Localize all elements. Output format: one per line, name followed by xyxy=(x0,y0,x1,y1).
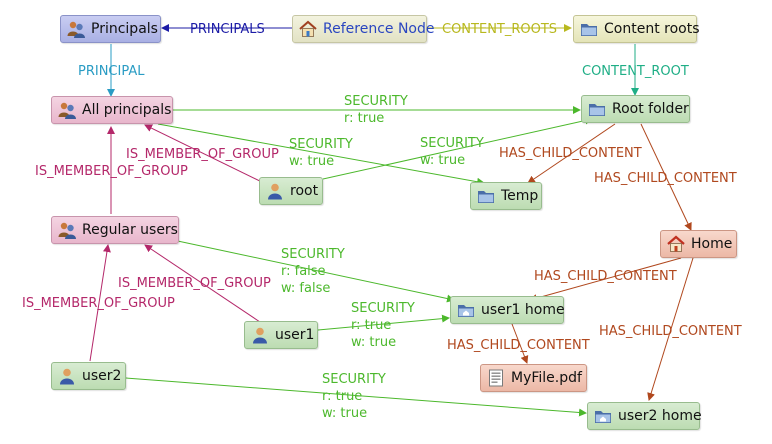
edge-sec-root-folder xyxy=(322,116,593,180)
label-sec-user2-user2home: SECURITY r: true w: true xyxy=(322,372,390,421)
user-icon xyxy=(57,366,77,386)
edge-sec-regular-user1home xyxy=(172,239,455,303)
node-reference-node[interactable]: Reference Node xyxy=(292,15,435,43)
node-label: Reference Node xyxy=(323,21,435,37)
house-icon xyxy=(666,234,686,254)
node-myfile[interactable]: MyFile.pdf xyxy=(480,364,587,392)
node-label: Content roots xyxy=(604,21,700,37)
label-child-home-user1home: HAS_CHILD_CONTENT xyxy=(534,269,677,284)
label-member-user1-regular: IS_MEMBER_OF_GROUP xyxy=(118,276,271,291)
label-child-user1home-myfile: HAS_CHILD_CONTENT xyxy=(447,338,590,353)
node-label: user2 xyxy=(82,368,122,384)
label-content-roots: CONTENT_ROOTS xyxy=(442,22,557,37)
label-sec-all-temp: SECURITY w: true xyxy=(289,137,357,169)
edge-child-root-temp xyxy=(527,123,616,184)
edge-member-user1-regular xyxy=(144,244,261,323)
edge-sec-user2-user2home xyxy=(125,377,587,417)
edge-child-home-user1home xyxy=(529,257,682,302)
label-child-root-temp: HAS_CHILD_CONTENT xyxy=(499,146,642,161)
edge-child-user1home-myfile xyxy=(511,323,529,364)
node-content-roots[interactable]: Content roots xyxy=(573,15,700,43)
home-folder-icon xyxy=(456,300,476,320)
label-member-regular-all: IS_MEMBER_OF_GROUP xyxy=(35,164,188,179)
edge-child-root-home xyxy=(640,123,692,231)
node-label: All principals xyxy=(82,102,172,118)
label-member-user2-regular: IS_MEMBER_OF_GROUP xyxy=(22,296,175,311)
edge-member-root-all xyxy=(144,124,267,185)
label-sec-user1-user1home: SECURITY r: true w: true xyxy=(351,301,419,350)
node-regular-users[interactable]: Regular users xyxy=(51,216,179,244)
node-user1-home[interactable]: user1 home xyxy=(450,296,565,324)
user-icon xyxy=(265,181,285,201)
edge-member-user2-regular xyxy=(89,244,111,362)
node-user2[interactable]: user2 xyxy=(51,362,126,390)
label-sec-root-folder: SECURITY w: true xyxy=(420,136,488,168)
node-label: Regular users xyxy=(82,222,178,238)
node-label: user2 home xyxy=(618,408,702,424)
group-icon xyxy=(66,19,86,39)
node-label: user1 xyxy=(275,327,315,343)
home-folder-icon xyxy=(593,406,613,426)
edge-child-home-user2home xyxy=(647,257,694,401)
node-label: Temp xyxy=(501,188,539,204)
label-principals: PRINCIPALS xyxy=(190,22,265,37)
group-icon xyxy=(57,220,77,240)
node-root[interactable]: root xyxy=(259,177,323,205)
label-child-root-home: HAS_CHILD_CONTENT xyxy=(594,171,737,186)
label-principal: PRINCIPAL xyxy=(78,64,145,79)
node-all-principals[interactable]: All principals xyxy=(51,96,173,124)
node-label: user1 home xyxy=(481,302,565,318)
folder-icon xyxy=(587,99,607,119)
label-child-home-user2home: HAS_CHILD_CONTENT xyxy=(599,324,742,339)
label-sec-regular-user1home: SECURITY r: false w: false xyxy=(281,247,349,296)
document-icon xyxy=(486,368,506,388)
group-icon xyxy=(57,100,77,120)
node-label: Home xyxy=(691,236,733,252)
node-home[interactable]: Home xyxy=(660,230,737,258)
node-label: Root folder xyxy=(612,101,689,117)
node-root-folder[interactable]: Root folder xyxy=(581,95,690,123)
node-label: root xyxy=(290,183,319,199)
house-icon xyxy=(298,19,318,39)
node-user1[interactable]: user1 xyxy=(244,321,318,349)
user-icon xyxy=(250,325,270,345)
node-user2-home[interactable]: user2 home xyxy=(587,402,702,430)
node-principals[interactable]: Principals xyxy=(60,15,161,43)
folder-icon xyxy=(579,19,599,39)
node-temp[interactable]: Temp xyxy=(470,182,542,210)
label-content-root: CONTENT_ROOT xyxy=(582,64,689,79)
label-sec-all-root: SECURITY r: true xyxy=(344,94,412,126)
edge-sec-user1-user1home xyxy=(317,314,450,331)
node-label: MyFile.pdf xyxy=(511,370,582,386)
edge-sec-all-temp xyxy=(157,123,485,186)
node-label: Principals xyxy=(91,21,158,37)
folder-icon xyxy=(476,186,496,206)
label-member-root-all: IS_MEMBER_OF_GROUP xyxy=(126,147,279,162)
